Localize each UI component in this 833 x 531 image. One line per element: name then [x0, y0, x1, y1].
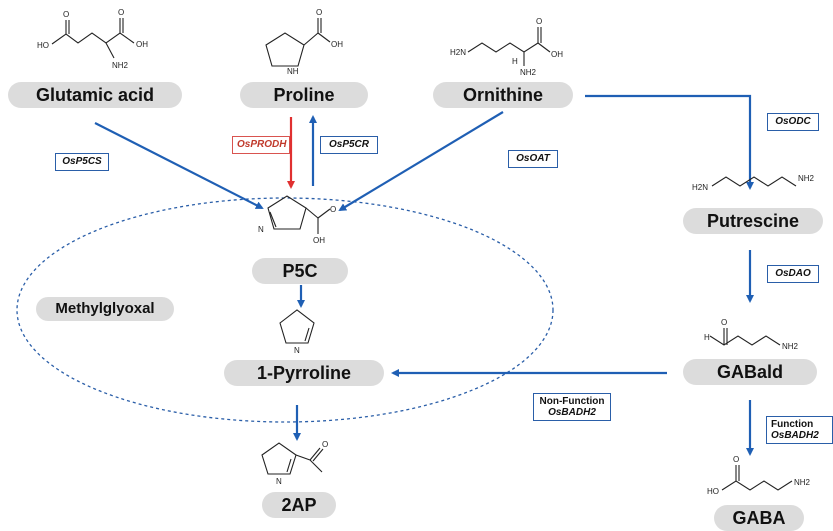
methylglyoxal-label: Methylglyoxal — [36, 297, 174, 321]
oh-atom: OH — [331, 40, 343, 49]
arrow-ornithine-to-p5c — [338, 111, 504, 212]
gaba-label: GABA — [714, 505, 804, 531]
o-atom: O — [733, 455, 739, 464]
p5c-label: P5C — [252, 258, 348, 284]
nh2-atom: NH2 — [798, 174, 815, 183]
osoat-enzyme-box: OsOAT — [508, 150, 558, 168]
gabald-structure: H O NH2 — [704, 318, 799, 351]
function-osbadh2-box: Function OsBADH2 — [766, 416, 833, 444]
nonfunction-osbadh2-box: Non-Function OsBADH2 — [533, 393, 611, 421]
osodc-enzyme-box: OsODC — [767, 113, 819, 131]
two-ap-structure: N O — [261, 440, 328, 486]
two-ap-label: 2AP — [262, 492, 336, 518]
nh2-atom: NH2 — [520, 68, 537, 77]
n-atom: N — [258, 225, 264, 234]
o-atom: O — [322, 440, 328, 449]
nonfunction-enzyme: OsBADH2 — [548, 407, 596, 418]
o-atom: O — [316, 8, 322, 17]
ornithine-label: Ornithine — [433, 82, 573, 108]
glutamic-acid-structure: HO O O OH NH2 — [37, 8, 148, 70]
p5c-structure: N O OH — [258, 195, 336, 245]
oh-atom: OH — [136, 40, 148, 49]
n-atom: N — [294, 346, 300, 355]
nh2-atom: NH2 — [112, 61, 129, 70]
pyrroline-structure: N — [279, 309, 315, 355]
o-atom: O — [330, 205, 336, 214]
pyrroline-label: 1-Pyrroline — [224, 360, 384, 386]
ho-atom: HO — [707, 487, 719, 496]
ho-atom: HO — [37, 41, 49, 50]
nonfunction-label: Non-Function — [539, 396, 605, 407]
osdao-enzyme-box: OsDAO — [767, 265, 819, 283]
function-label: Function — [771, 419, 814, 430]
h-atom: H — [512, 57, 518, 66]
function-enzyme: OsBADH2 — [771, 430, 819, 441]
oh-atom: OH — [313, 236, 325, 245]
osprodh-enzyme-box: OsPRODH — [232, 136, 290, 154]
arrow-ornithine-to-putrescine — [585, 94, 754, 190]
putrescine-label: Putrescine — [683, 208, 823, 234]
nh2-atom: NH2 — [794, 478, 811, 487]
osp5cs-enzyme-box: OsP5CS — [55, 153, 109, 171]
proline-label: Proline — [240, 82, 368, 108]
arrow-glutamic-to-p5c — [94, 122, 264, 209]
proline-structure: O OH NH — [265, 8, 343, 76]
gabald-label: GABald — [683, 359, 817, 385]
glutamic-acid-label: Glutamic acid — [8, 82, 182, 108]
oh-atom: OH — [551, 50, 563, 59]
o-atom: O — [536, 17, 542, 26]
ornithine-structure: H2N O OH H NH2 — [450, 17, 563, 77]
nh-atom: NH — [287, 67, 299, 76]
o-atom: O — [118, 8, 124, 17]
h-atom: H — [704, 333, 710, 342]
o-atom: O — [63, 10, 69, 19]
pathway-region-ellipse — [16, 197, 554, 423]
o-atom: O — [721, 318, 727, 327]
osp5cr-enzyme-box: OsP5CR — [320, 136, 378, 154]
putrescine-structure: H2N NH2 — [692, 174, 815, 192]
nh2-atom: NH2 — [782, 342, 799, 351]
h2n-atom: H2N — [692, 183, 708, 192]
n-atom: N — [276, 477, 282, 486]
h2n-atom: H2N — [450, 48, 466, 57]
gaba-structure: HO O NH2 — [707, 455, 811, 496]
